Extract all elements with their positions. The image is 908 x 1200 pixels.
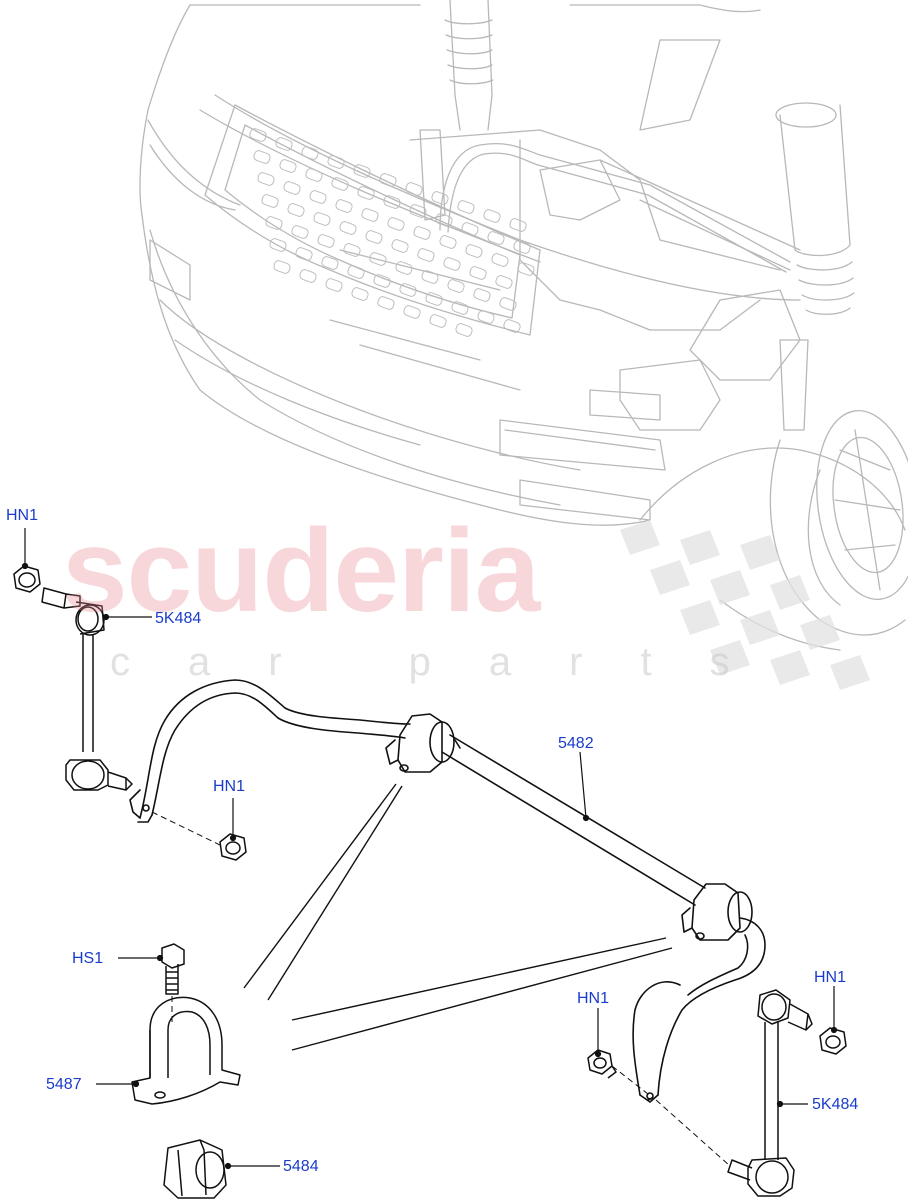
grille-mesh-drawing bbox=[249, 128, 535, 337]
grille-cell bbox=[417, 248, 435, 262]
grille-cell bbox=[509, 218, 527, 232]
grille-cell bbox=[361, 208, 379, 222]
grille-cell bbox=[269, 238, 287, 252]
grille-cell bbox=[313, 212, 331, 226]
grille-cell bbox=[477, 310, 495, 324]
leader-lines bbox=[21, 528, 838, 1170]
watermark-flag bbox=[620, 520, 870, 690]
grille-cell bbox=[309, 190, 327, 204]
grille-cell bbox=[425, 292, 443, 306]
bolt-hs1 bbox=[161, 943, 185, 995]
grille-cell bbox=[443, 257, 461, 271]
grille-cell bbox=[253, 150, 271, 164]
grille-cell bbox=[431, 191, 449, 205]
grille-cell bbox=[283, 181, 301, 195]
grille-cell bbox=[487, 231, 505, 245]
grille-cell bbox=[295, 247, 313, 261]
grille-cell bbox=[357, 186, 375, 200]
grille-cell bbox=[405, 182, 423, 196]
bush-5484 bbox=[163, 1139, 227, 1199]
grille-cell bbox=[421, 270, 439, 284]
grille-cell bbox=[387, 217, 405, 231]
grille-cell bbox=[517, 262, 535, 276]
grille-cell bbox=[339, 221, 357, 235]
grille-cell bbox=[499, 297, 517, 311]
anti-roll-bar-5482 bbox=[129, 679, 766, 1103]
grille-cell bbox=[257, 172, 275, 186]
grille-cell bbox=[365, 230, 383, 244]
grille-cell bbox=[343, 243, 361, 257]
grille-cell bbox=[351, 287, 369, 301]
grille-cell bbox=[299, 269, 317, 283]
grille-cell bbox=[353, 164, 371, 178]
grille-cell bbox=[473, 288, 491, 302]
callout-5k484-left[interactable]: 5K484 bbox=[155, 610, 202, 627]
grille-cell bbox=[483, 209, 501, 223]
grille-cell bbox=[491, 253, 509, 267]
grille-cell bbox=[513, 240, 531, 254]
grille-cell bbox=[439, 235, 457, 249]
grille-cell bbox=[331, 177, 349, 191]
grille-cell bbox=[301, 146, 319, 160]
grille-cell bbox=[317, 234, 335, 248]
reference-lines bbox=[243, 783, 673, 1051]
grille-cell bbox=[325, 278, 343, 292]
callout-hs1[interactable]: HS1 bbox=[72, 950, 104, 967]
grille-cell bbox=[465, 244, 483, 258]
callout-hn1-mid[interactable]: HN1 bbox=[213, 778, 246, 795]
grille-cell bbox=[409, 204, 427, 218]
grille-cell bbox=[403, 305, 421, 319]
grille-cell bbox=[447, 279, 465, 293]
grille-cell bbox=[399, 283, 417, 297]
grille-cell bbox=[249, 128, 267, 142]
grille-cell bbox=[335, 199, 353, 213]
grille-cell bbox=[373, 274, 391, 288]
callout-hn1-right[interactable]: HN1 bbox=[814, 969, 847, 986]
grille-cell bbox=[321, 256, 339, 270]
callout-5484-bush[interactable]: 5484 bbox=[283, 1158, 319, 1175]
grille-cell bbox=[383, 195, 401, 209]
grille-cell bbox=[261, 194, 279, 208]
grille-cell bbox=[287, 203, 305, 217]
watermark-tagline: car parts bbox=[110, 640, 788, 684]
grille-cell bbox=[291, 225, 309, 239]
grille-cell bbox=[457, 200, 475, 214]
grille-cell bbox=[391, 239, 409, 253]
grille-cell bbox=[275, 137, 293, 151]
grille-cell bbox=[369, 252, 387, 266]
grille-cell bbox=[265, 216, 283, 230]
grille-cell bbox=[461, 222, 479, 236]
vehicle-context-drawing bbox=[139, 0, 908, 651]
alignment-dashes bbox=[151, 811, 731, 1167]
watermark-brand: scuderia bbox=[62, 505, 540, 637]
callout-hn1-top-left[interactable]: HN1 bbox=[6, 507, 39, 524]
callout-5487-bracket[interactable]: 5487 bbox=[46, 1076, 82, 1093]
grille-cell bbox=[413, 226, 431, 240]
grille-cell bbox=[273, 260, 291, 274]
grille-cell bbox=[455, 323, 473, 337]
grille-cell bbox=[279, 159, 297, 173]
grille-cell bbox=[429, 314, 447, 328]
grille-cell bbox=[377, 296, 395, 310]
callout-5482-bar[interactable]: 5482 bbox=[558, 735, 594, 752]
grille-cell bbox=[395, 261, 413, 275]
drop-link-left-5k484 bbox=[41, 587, 133, 791]
callout-5k484-right[interactable]: 5K484 bbox=[812, 1096, 859, 1113]
grille-cell bbox=[379, 173, 397, 187]
drop-link-right-5k484 bbox=[727, 989, 813, 1197]
grille-cell bbox=[503, 319, 521, 333]
grille-cell bbox=[469, 266, 487, 280]
bracket-5487 bbox=[131, 996, 241, 1105]
grille-cell bbox=[495, 275, 513, 289]
grille-cell bbox=[451, 301, 469, 315]
callout-hn1-bottom[interactable]: HN1 bbox=[577, 990, 610, 1007]
grille-cell bbox=[327, 155, 345, 169]
grille-cell bbox=[347, 265, 365, 279]
grille-cell bbox=[435, 213, 453, 227]
grille-cell bbox=[305, 168, 323, 182]
